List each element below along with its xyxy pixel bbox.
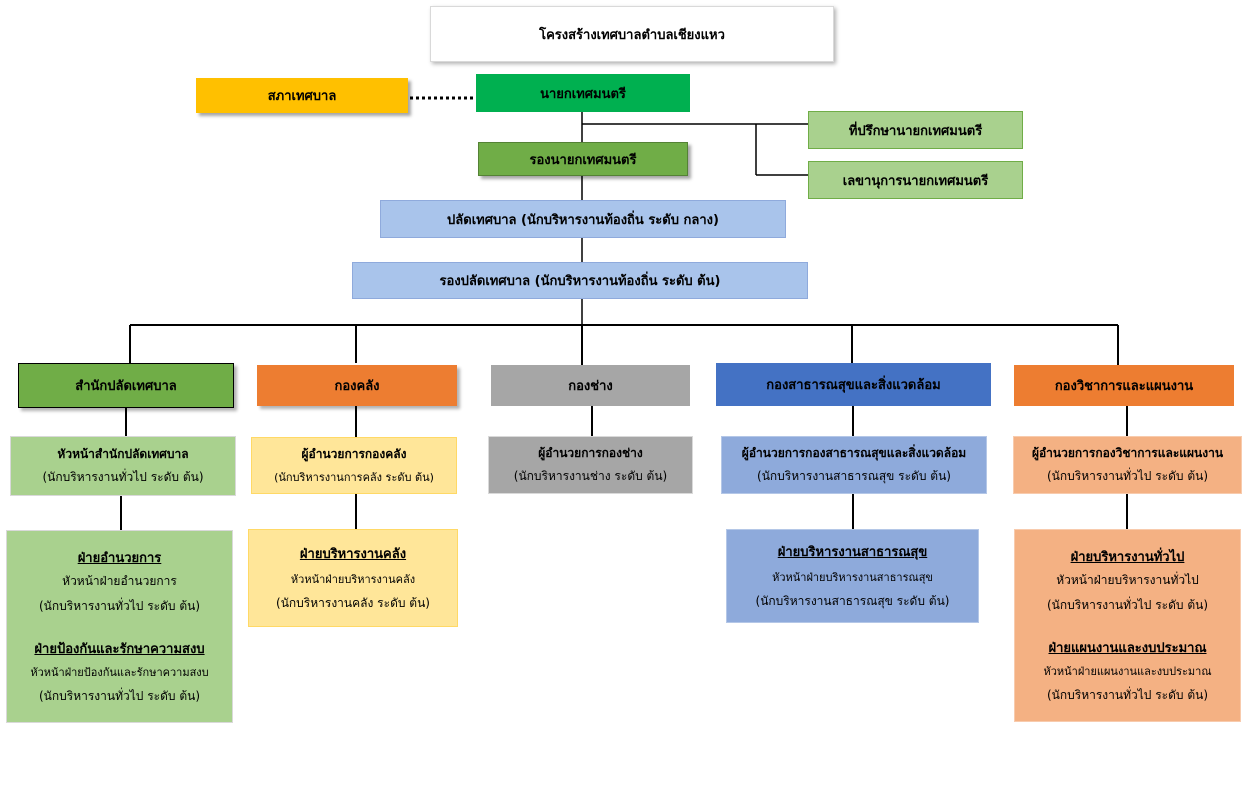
section-title: ฝ่ายอำนวยการ (77, 551, 162, 566)
dept-public-health-environment: กองสาธารณสุขและสิ่งแวดล้อม (716, 363, 991, 406)
section-box: ฝ่ายอำนวยการ หัวหน้าฝ่ายอำนวยการ (นักบริ… (6, 530, 233, 723)
dept-head-level: (นักบริหารงานสาธารณสุข ระดับ ต้น) (757, 469, 951, 483)
dept-head-box: ผู้อำนวยการกองสาธารณสุขและสิ่งแวดล้อม (น… (721, 436, 987, 494)
dept-head-title: ผู้อำนวยการกองช่าง (538, 446, 643, 460)
secretary-box: เลขานุการนายกเทศมนตรี (808, 161, 1023, 199)
section-head: หัวหน้าฝ่ายอำนวยการ (62, 574, 177, 588)
section-title: ฝ่ายป้องกันและรักษาความสงบ (34, 642, 205, 657)
section-box: ฝ่ายบริหารงานทั่วไป หัวหน้าฝ่ายบริหารงาน… (1014, 529, 1241, 722)
section-title: ฝ่ายแผนงานและงบประมาณ (1048, 641, 1207, 656)
section-head: หัวหน้าฝ่ายบริหารงานคลัง (290, 573, 416, 586)
dept-engineering: กองช่าง (491, 365, 690, 406)
section-level: (นักบริหารงานทั่วไป ระดับ ต้น) (1046, 598, 1208, 612)
dept-head-title: ผู้อำนวยการกองวิชาการและแผนงาน (1031, 446, 1224, 460)
dept-academic-planning: กองวิชาการและแผนงาน (1014, 365, 1234, 406)
section-title: ฝ่ายบริหารงานคลัง (299, 547, 407, 562)
section-level: (นักบริหารงานทั่วไป ระดับ ต้น) (38, 689, 200, 703)
dept-head-level: (นักบริหารงานทั่วไป ระดับ ต้น) (1046, 469, 1208, 483)
dept-head-box: ผู้อำนวยการกองช่าง (นักบริหารงานช่าง ระด… (488, 436, 693, 494)
dept-head-title: ผู้อำนวยการกองคลัง (301, 447, 407, 461)
section-head: หัวหน้าฝ่ายบริหารงานทั่วไป (1056, 573, 1199, 587)
dept-head-box: หัวหน้าสำนักปลัดเทศบาล (นักบริหารงานทั่ว… (10, 436, 236, 496)
deputy-mayor-box: รองนายกเทศมนตรี (478, 142, 688, 176)
deputy-clerk-box: รองปลัดเทศบาล (นักบริหารงานท้องถิ่น ระดั… (352, 262, 808, 299)
section-title: ฝ่ายบริหารงานทั่วไป (1070, 550, 1185, 565)
chart-title: โครงสร้างเทศบาลตำบลเชียงแหว (430, 6, 834, 62)
dept-head-box: ผู้อำนวยการกองคลัง (นักบริหารงานการคลัง … (251, 437, 457, 494)
section-box: ฝ่ายบริหารงานสาธารณสุข หัวหน้าฝ่ายบริหาร… (726, 529, 979, 623)
dept-head-level: (นักบริหารงานการคลัง ระดับ ต้น) (274, 471, 434, 484)
dept-head-title: หัวหน้าสำนักปลัดเทศบาล (57, 447, 189, 461)
section-head: หัวหน้าฝ่ายป้องกันและรักษาความสงบ (30, 666, 209, 679)
section-level: (นักบริหารงานสาธารณสุข ระดับ ต้น) (755, 594, 950, 608)
dept-head-level: (นักบริหารงานทั่วไป ระดับ ต้น) (42, 470, 204, 484)
section-level: (นักบริหารงานทั่วไป ระดับ ต้น) (38, 599, 200, 613)
advisor-box: ที่ปรึกษานายกเทศมนตรี (808, 111, 1023, 149)
section-head: หัวหน้าฝ่ายบริหารงานสาธารณสุข (772, 571, 933, 584)
dept-head-box: ผู้อำนวยการกองวิชาการและแผนงาน (นักบริหา… (1013, 436, 1242, 494)
section-level: (นักบริหารงานคลัง ระดับ ต้น) (276, 596, 430, 610)
dept-head-title: ผู้อำนวยการกองสาธารณสุขและสิ่งแวดล้อม (741, 446, 967, 460)
dept-finance: กองคลัง (257, 365, 457, 406)
dept-office-of-clerk: สำนักปลัดเทศบาล (18, 363, 234, 408)
section-head: หัวหน้าฝ่ายแผนงานและงบประมาณ (1043, 665, 1212, 678)
section-title: ฝ่ายบริหารงานสาธารณสุข (777, 545, 928, 560)
council-box: สภาเทศบาล (196, 78, 408, 113)
mayor-box: นายกเทศมนตรี (476, 74, 690, 112)
dept-head-level: (นักบริหารงานช่าง ระดับ ต้น) (513, 469, 668, 483)
section-level: (นักบริหารงานทั่วไป ระดับ ต้น) (1046, 688, 1208, 702)
municipal-clerk-box: ปลัดเทศบาล (นักบริหารงานท้องถิ่น ระดับ ก… (380, 200, 786, 238)
section-box: ฝ่ายบริหารงานคลัง หัวหน้าฝ่ายบริหารงานคล… (248, 529, 458, 627)
